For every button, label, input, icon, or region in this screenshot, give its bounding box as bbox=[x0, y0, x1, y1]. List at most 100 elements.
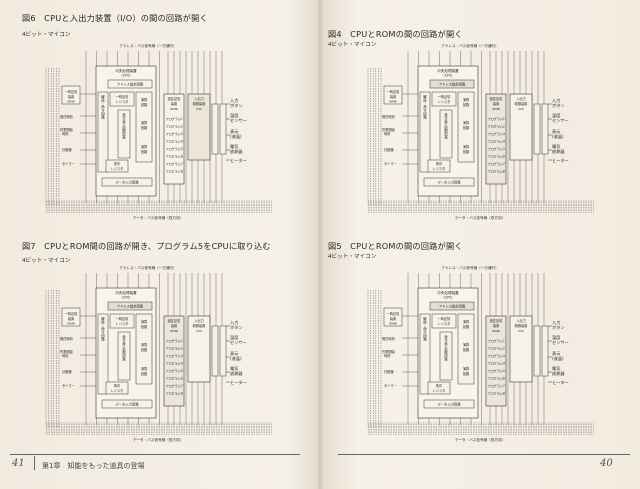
flag-label-1: 条件 bbox=[114, 383, 121, 388]
ram-box bbox=[383, 307, 403, 327]
program-label: プログラム2 bbox=[488, 124, 505, 129]
ram-label-2: 装置 bbox=[68, 316, 74, 321]
timer-label: タイマー bbox=[384, 161, 397, 166]
address-circuit-label: アドレス指定回路 bbox=[439, 304, 466, 309]
output-label: 表示 bbox=[230, 350, 238, 357]
address-circuit-box bbox=[107, 79, 153, 89]
register-label-1: 一時記憶 bbox=[438, 94, 452, 99]
register-label-1: 一時記憶 bbox=[116, 316, 130, 321]
figure-4-caption: 図4 CPUとROMの間の回路が開く bbox=[328, 29, 463, 39]
register-label-2: レジスタ bbox=[116, 321, 129, 326]
program-label: プログラム8 bbox=[166, 391, 183, 396]
svg-text:解: 解 bbox=[101, 316, 105, 321]
program-label: プログラム4 bbox=[166, 361, 183, 366]
alu-label-6: 回路 bbox=[463, 149, 470, 154]
decoder-box bbox=[97, 313, 109, 395]
svg-text:御: 御 bbox=[122, 128, 125, 133]
address-bus-label: アドレス・バス信号線（一方通行） bbox=[119, 265, 177, 270]
ram-label-3: (RAM) bbox=[67, 322, 75, 326]
rom-label-2: 装置 bbox=[493, 323, 499, 328]
program-label: プログラム7 bbox=[166, 161, 183, 166]
alu-label-1: 演算 bbox=[141, 97, 148, 102]
data-io-box bbox=[101, 177, 153, 187]
svg-text:命: 命 bbox=[122, 334, 126, 339]
svg-text:令: 令 bbox=[444, 337, 448, 342]
io-label-2: 制御装置 bbox=[515, 101, 528, 106]
svg-text:令: 令 bbox=[122, 115, 126, 120]
alu-label-6: 回路 bbox=[141, 371, 148, 376]
svg-text:・: ・ bbox=[101, 102, 104, 106]
program-label: プログラム5 bbox=[488, 368, 505, 373]
decoder-box bbox=[419, 313, 431, 395]
running-head: 第1章 知能をもった道具の登場 bbox=[42, 462, 145, 470]
output-label: 電気 bbox=[552, 143, 560, 150]
work-start-label-2: 時刻 bbox=[384, 131, 390, 136]
alu-box bbox=[135, 313, 153, 385]
data-bus-label: データ・バス信号線（双方向） bbox=[133, 437, 183, 442]
figure-4-diagram: アドレス・バス信号線（一方通行）データ・バス信号線（双方向）一時記憶装置(RAM… bbox=[362, 38, 602, 223]
alu-label-3: 演算 bbox=[141, 120, 148, 125]
output-label: ボタン bbox=[552, 324, 565, 331]
work-start-label-2: 時刻 bbox=[384, 353, 390, 358]
rom-label-2: 装置 bbox=[171, 323, 177, 328]
output-label: センサー bbox=[552, 340, 569, 346]
rom-box bbox=[163, 93, 185, 185]
program-label: プログラム8 bbox=[166, 169, 183, 174]
address-circuit-box bbox=[107, 301, 153, 311]
ram-label-3: (RAM) bbox=[67, 100, 75, 104]
svg-text:解: 解 bbox=[101, 94, 105, 99]
address-circuit-label: アドレス指定回路 bbox=[117, 82, 144, 87]
alu-label-5: 演算 bbox=[141, 144, 148, 149]
svg-text:命: 命 bbox=[444, 112, 448, 117]
cpu-label-2: (CPU) bbox=[122, 74, 131, 78]
svg-text:御: 御 bbox=[444, 128, 447, 133]
figure-7-caption: 図7 CPUとROM間の回路が開き、プログラム5をCPUに取り込む bbox=[22, 241, 271, 251]
svg-text:制: 制 bbox=[122, 347, 125, 352]
svg-text:回: 回 bbox=[423, 334, 427, 338]
program-label: プログラム3 bbox=[166, 131, 183, 136]
alu-label-1: 演算 bbox=[141, 319, 148, 324]
block-diagram: アドレス・バス信号線（一方通行）データ・バス信号線（双方向）一時記憶装置(RAM… bbox=[45, 43, 272, 220]
svg-text:路: 路 bbox=[423, 336, 427, 341]
svg-text:制: 制 bbox=[444, 125, 447, 130]
svg-text:制: 制 bbox=[122, 125, 125, 130]
block-diagram: アドレス・バス信号線（一方通行）データ・バス信号線（双方向）一時記憶装置(RAM… bbox=[367, 43, 594, 220]
data-io-label: データ入力回路 bbox=[437, 402, 461, 407]
program-label: プログラム1 bbox=[488, 338, 505, 343]
ram-label-2: 装置 bbox=[390, 94, 396, 99]
io-side-box-2 bbox=[541, 103, 549, 155]
data-io-label: データ入力回路 bbox=[115, 402, 139, 407]
ram-label-1: 一時記憶 bbox=[65, 311, 79, 316]
register-label-2: レジスタ bbox=[438, 99, 451, 104]
rom-label-3: (ROM) bbox=[492, 329, 501, 333]
program-label: プログラム7 bbox=[166, 383, 183, 388]
rom-label-1: 固定記憶 bbox=[168, 318, 182, 323]
svg-text:・: ・ bbox=[423, 324, 426, 328]
clock-label: 現在時刻 bbox=[60, 114, 73, 119]
flag-box bbox=[105, 381, 129, 395]
alu-label-4: 回路 bbox=[141, 347, 148, 352]
svg-text:路: 路 bbox=[122, 356, 126, 361]
svg-text:実: 実 bbox=[444, 118, 448, 123]
rom-box bbox=[485, 315, 507, 407]
alu-label-3: 演算 bbox=[463, 120, 470, 125]
footer-rule-right bbox=[338, 454, 630, 455]
figure-6-caption: 図6 CPUと入出力装置（I/O）の間の回路が開く bbox=[22, 13, 208, 23]
output-label: 放熱器 bbox=[230, 370, 243, 377]
svg-text:実: 実 bbox=[122, 118, 126, 123]
output-label: 電気 bbox=[552, 365, 560, 372]
page-number-right: 40 bbox=[600, 458, 613, 469]
svg-text:路: 路 bbox=[444, 134, 448, 139]
program-label: プログラム2 bbox=[166, 124, 183, 129]
rom-label-3: (ROM) bbox=[492, 107, 501, 111]
svg-text:読: 読 bbox=[423, 97, 427, 102]
svg-text:・: ・ bbox=[423, 102, 426, 106]
program-label: プログラム3 bbox=[488, 131, 505, 136]
io-label-1: 入出力 bbox=[516, 318, 526, 323]
program-label: プログラム7 bbox=[488, 161, 505, 166]
output-label: センサー bbox=[230, 340, 247, 346]
output-label: ヒーター bbox=[552, 379, 569, 386]
cpu-label-1: 中央処理装置 bbox=[115, 68, 137, 73]
